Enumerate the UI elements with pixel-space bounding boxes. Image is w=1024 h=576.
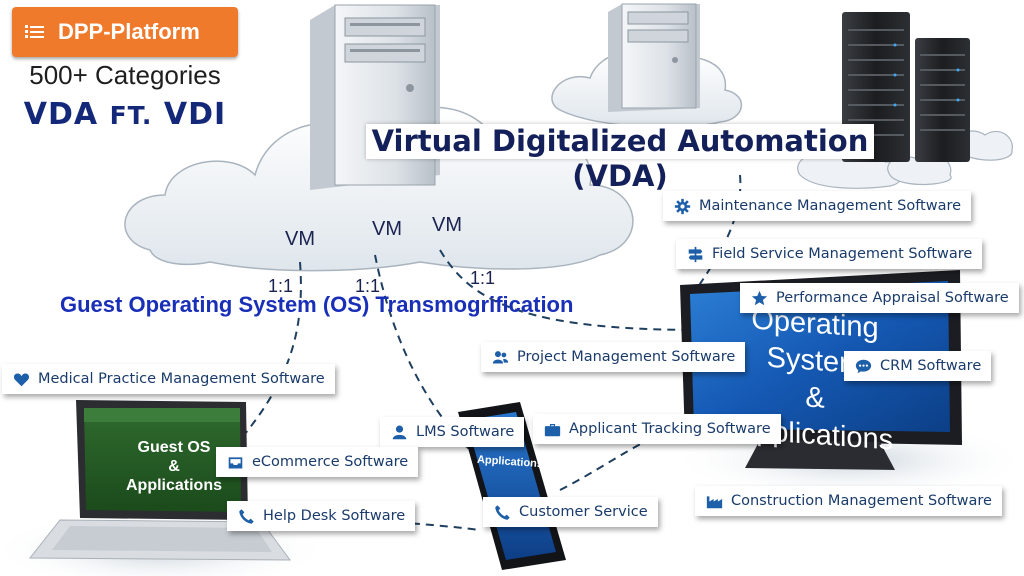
headline-line2: (VDA) (572, 159, 668, 193)
card-label: Customer Service (519, 504, 648, 520)
briefcase-icon (543, 420, 561, 438)
card-construction-management[interactable]: Construction Management Software (695, 486, 1002, 516)
vda-ft-vdi-heading: VDA FT. VDI (12, 97, 238, 132)
card-label: Help Desk Software (263, 508, 406, 524)
card-label: Applicant Tracking Software (569, 421, 771, 437)
star-icon (750, 289, 768, 307)
dpp-platform-button[interactable]: DPP-Platform (12, 7, 238, 57)
heart-icon (12, 370, 30, 388)
vdi-label: VDI (163, 97, 227, 132)
main-headline: Virtual Digitalized Automation (VDA) (360, 124, 880, 194)
vda-label: VDA (23, 97, 99, 132)
laptop-line2: & (168, 458, 180, 475)
card-crm[interactable]: CRM Software (844, 351, 992, 381)
signpost-icon (686, 245, 704, 263)
card-label: Project Management Software (517, 349, 736, 365)
card-label: Construction Management Software (731, 493, 992, 509)
categories-count: 500+ Categories (29, 60, 221, 90)
card-ecommerce[interactable]: eCommerce Software (216, 447, 419, 477)
card-label: LMS Software (416, 424, 515, 440)
server-tower-small (608, 3, 700, 112)
card-label: Medical Practice Management Software (38, 371, 325, 387)
card-label: Maintenance Management Software (699, 198, 962, 214)
chat-icon (854, 357, 872, 375)
user-icon (390, 423, 408, 441)
vm-label-2: VM (372, 218, 402, 240)
card-label: CRM Software (880, 358, 982, 374)
laptop-line1: Guest OS (137, 439, 211, 456)
ft-label: FT. (109, 101, 153, 130)
laptop-screen-text: Guest OS & Applications (104, 438, 244, 495)
ratio-label-2: 1:1 (355, 276, 381, 296)
headline-line1: Virtual Digitalized Automation (365, 124, 875, 159)
card-performance-appraisal[interactable]: Performance Appraisal Software (740, 283, 1019, 313)
users-icon (491, 348, 509, 366)
ratio-label-3: 1:1 (470, 268, 496, 288)
card-medical-practice-management[interactable]: Medical Practice Management Software (2, 364, 335, 394)
guest-os-subtitle: Guest Operating System (OS) Transmogrifi… (60, 292, 574, 317)
phone-icon (237, 507, 255, 525)
phone-icon (493, 503, 511, 521)
card-label: Field Service Management Software (712, 246, 973, 262)
gear-icon (673, 197, 691, 215)
card-project-management[interactable]: Project Management Software (481, 342, 746, 372)
inbox-icon (226, 453, 244, 471)
ratio-label-1: 1:1 (268, 276, 294, 296)
card-label: Performance Appraisal Software (776, 290, 1009, 306)
vm-label-3: VM (432, 214, 462, 236)
vm-label-1: VM (285, 228, 315, 250)
card-label: eCommerce Software (252, 454, 409, 470)
card-applicant-tracking[interactable]: Applicant Tracking Software (533, 414, 781, 444)
card-customer-service[interactable]: Customer Service (483, 497, 658, 527)
menu-icon (25, 23, 44, 41)
card-maintenance-management[interactable]: Maintenance Management Software (663, 191, 972, 221)
laptop-line3: Applications (125, 477, 222, 494)
card-lms[interactable]: LMS Software (380, 417, 525, 447)
dpp-platform-label: DPP-Platform (58, 19, 200, 44)
card-help-desk[interactable]: Help Desk Software (227, 501, 416, 531)
card-field-service-management[interactable]: Field Service Management Software (676, 239, 983, 269)
laptop-illustration (28, 400, 291, 561)
factory-icon (705, 492, 723, 510)
monitor-illustration (680, 270, 962, 470)
